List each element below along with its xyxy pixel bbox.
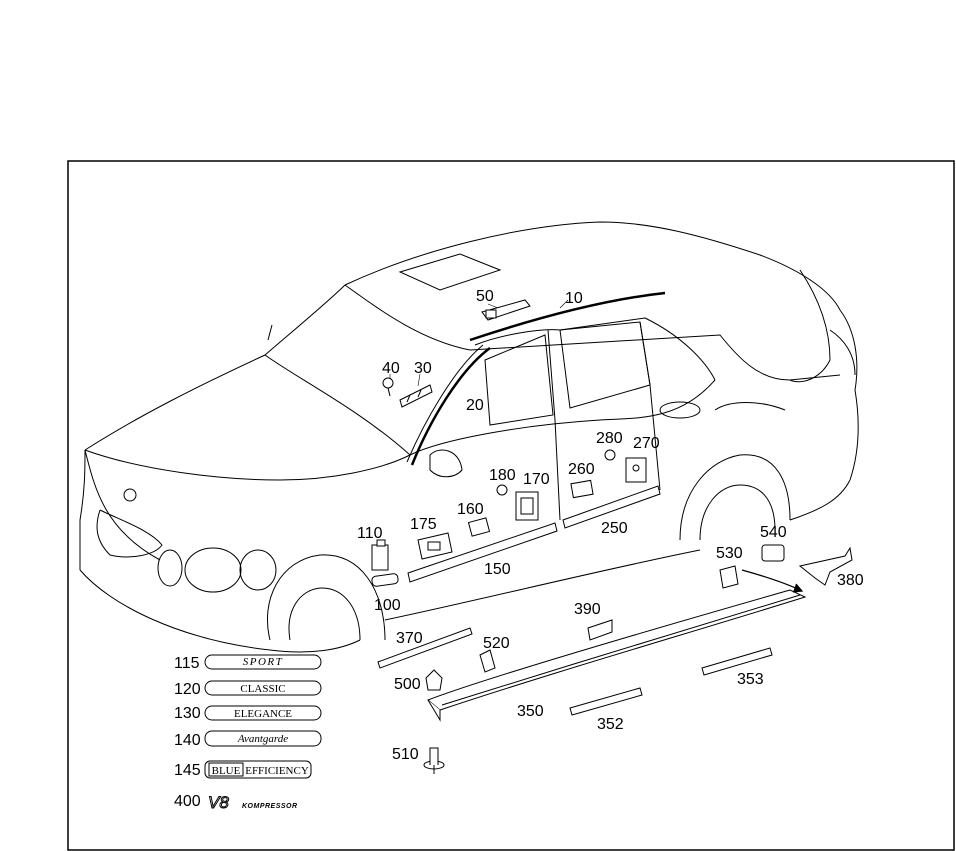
callouts: 10 20 30 40 50 100 110 150 160 170 175 1… — [357, 288, 864, 763]
clip-30 — [399, 384, 433, 408]
callout-280: 280 — [596, 430, 623, 447]
badges-legend: 115 SPORT 120 CLASSIC 130 ELEGANCE 140 A… — [174, 654, 322, 813]
badge-145-text-efficiency: EFFICIENCY — [245, 765, 309, 777]
door-molding-150 — [407, 522, 558, 583]
car-outline — [79, 221, 859, 653]
badge-130-text: ELEGANCE — [234, 708, 292, 720]
badge-140: 140 Avantgarde — [174, 730, 322, 749]
callout-30: 30 — [414, 360, 432, 377]
clip-390 — [587, 619, 613, 641]
callout-150: 150 — [484, 561, 511, 578]
bracket-270 — [625, 457, 647, 483]
callout-250: 250 — [601, 520, 628, 537]
callout-20: 20 — [466, 397, 484, 414]
callout-350: 350 — [517, 703, 544, 720]
fastener-510 — [423, 747, 445, 774]
badge-130: 130 ELEGANCE — [174, 705, 322, 722]
badge-400-text-kompressor: KOMPRESSOR — [242, 803, 298, 810]
badge-115-number: 115 — [174, 655, 200, 672]
rocker-panel-350 — [427, 589, 807, 722]
callout-175: 175 — [410, 516, 437, 533]
callout-510: 510 — [392, 746, 419, 763]
callout-270: 270 — [633, 435, 660, 452]
trim-100 — [371, 573, 399, 587]
nut-180 — [496, 484, 508, 496]
callout-180: 180 — [489, 467, 516, 484]
badge-140-text: Avantgarde — [237, 733, 288, 745]
badge-120-number: 120 — [174, 681, 201, 698]
badge-115-text: SPORT — [243, 656, 284, 668]
callout-260: 260 — [568, 461, 595, 478]
callout-110: 110 — [357, 525, 383, 542]
callout-353: 353 — [737, 671, 764, 688]
callout-380: 380 — [837, 572, 864, 589]
callout-540: 540 — [760, 524, 787, 541]
bracket-175 — [417, 532, 453, 560]
badge-120-text: CLASSIC — [240, 683, 285, 695]
arrow — [741, 569, 804, 593]
callout-10: 10 — [565, 290, 583, 307]
clip-110 — [371, 539, 389, 571]
badge-145-number: 145 — [174, 762, 201, 779]
badge-145-text-blue: BLUE — [212, 765, 241, 777]
callout-352: 352 — [597, 716, 624, 733]
badge-400: 400 V8 KOMPRESSOR — [174, 793, 298, 813]
callout-520: 520 — [483, 635, 510, 652]
clip-160 — [467, 517, 491, 537]
leader-lines — [389, 299, 569, 387]
callout-170: 170 — [523, 471, 550, 488]
badge-145: 145 BLUE EFFICIENCY — [174, 760, 312, 779]
callout-100: 100 — [374, 597, 401, 614]
diagram-frame — [67, 160, 955, 851]
badge-140-number: 140 — [174, 732, 201, 749]
bracket-170 — [515, 491, 539, 521]
strip-353 — [701, 647, 773, 676]
callout-160: 160 — [457, 501, 484, 518]
clip-260 — [570, 479, 594, 499]
callout-500: 500 — [394, 676, 421, 693]
clip-50 — [481, 299, 531, 321]
badge-120: 120 CLASSIC — [174, 680, 322, 698]
badge-400-number: 400 — [174, 793, 201, 810]
cap-540 — [761, 544, 785, 562]
clip-530 — [719, 565, 739, 589]
clip-520 — [479, 649, 496, 673]
callout-40: 40 — [382, 360, 400, 377]
bracket-380 — [798, 546, 853, 586]
badge-400-text-v8: V8 — [208, 793, 229, 812]
door-molding-250 — [562, 485, 661, 529]
nut-500 — [425, 669, 443, 691]
callout-390: 390 — [574, 601, 601, 618]
screw-40 — [382, 377, 394, 397]
a-pillar-molding-20 — [406, 344, 491, 466]
strip-352 — [569, 687, 643, 716]
callout-370: 370 — [396, 630, 423, 647]
callout-530: 530 — [716, 545, 743, 562]
callout-50: 50 — [476, 288, 494, 305]
badge-130-number: 130 — [174, 705, 201, 722]
strip-370 — [377, 627, 473, 669]
nut-280 — [604, 449, 616, 461]
roof-molding-10 — [469, 291, 666, 342]
badge-115: 115 SPORT — [174, 654, 322, 672]
